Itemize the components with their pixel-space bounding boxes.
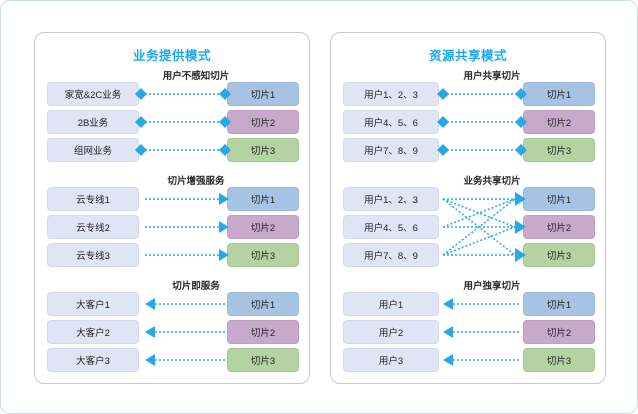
slice-box[interactable]: 切片2 bbox=[227, 215, 299, 239]
group-rows: 用户1 切片1 用户2 切片2 用户3 切片3 bbox=[343, 292, 595, 376]
list-item[interactable]: 大客户2 bbox=[47, 320, 139, 344]
group-title: 切片增强服务 bbox=[167, 176, 225, 187]
list-item[interactable]: 用户7、8、9 bbox=[343, 138, 439, 162]
table-row: 用户4、5、6 切片2 bbox=[343, 215, 595, 239]
table-row: 用户2 切片2 bbox=[343, 320, 595, 344]
table-row: 用户4、5、6 切片2 bbox=[343, 110, 595, 134]
group-slice-enhanced-service: 切片增强服务 云专线1 切片1 云专线2 切片2 云专线3 切片3 bbox=[47, 173, 299, 267]
slice-box[interactable]: 切片1 bbox=[523, 82, 595, 106]
group-rows: 大客户1 切片1 大客户2 切片2 大客户3 切片3 bbox=[47, 292, 299, 376]
table-row: 大客户3 切片3 bbox=[47, 348, 299, 372]
table-row: 用户7、8、9 切片3 bbox=[343, 138, 595, 162]
table-row: 用户3 切片3 bbox=[343, 348, 595, 372]
slice-box[interactable]: 切片1 bbox=[523, 187, 595, 211]
list-item[interactable]: 用户7、8、9 bbox=[343, 243, 439, 267]
list-item[interactable]: 家宽&2C业务 bbox=[47, 82, 139, 106]
group-slice-as-a-service: 切片即服务 大客户1 切片1 大客户2 切片2 大客户3 切片3 bbox=[47, 278, 299, 372]
group-title: 切片即服务 bbox=[172, 281, 220, 292]
table-row: 用户7、8、9 切片3 bbox=[343, 243, 595, 267]
list-item[interactable]: 组网业务 bbox=[47, 138, 139, 162]
slice-box[interactable]: 切片2 bbox=[227, 110, 299, 134]
list-item[interactable]: 云专线1 bbox=[47, 187, 139, 211]
slice-box[interactable]: 切片3 bbox=[523, 138, 595, 162]
list-item[interactable]: 2B业务 bbox=[47, 110, 139, 134]
slice-box[interactable]: 切片1 bbox=[227, 82, 299, 106]
table-row: 大客户2 切片2 bbox=[47, 320, 299, 344]
list-item[interactable]: 用户4、5、6 bbox=[343, 215, 439, 239]
table-row: 用户1 切片1 bbox=[343, 292, 595, 316]
group-rows: 用户1、2、3 切片1 用户4、5、6 切片2 用户7、8、9 切片3 bbox=[343, 82, 595, 166]
group-title: 用户独享切片 bbox=[463, 281, 521, 292]
slice-box[interactable]: 切片3 bbox=[227, 243, 299, 267]
group-user-dedicated-slice: 用户独享切片 用户1 切片1 用户2 切片2 用户3 切片3 bbox=[343, 278, 595, 372]
slice-box[interactable]: 切片1 bbox=[227, 187, 299, 211]
table-row: 云专线2 切片2 bbox=[47, 215, 299, 239]
list-item[interactable]: 用户4、5、6 bbox=[343, 110, 439, 134]
table-row: 云专线3 切片3 bbox=[47, 243, 299, 267]
group-rows: 家宽&2C业务 切片1 2B业务 切片2 组网业务 切片3 bbox=[47, 82, 299, 166]
table-row: 用户1、2、3 切片1 bbox=[343, 187, 595, 211]
slice-box[interactable]: 切片3 bbox=[523, 348, 595, 372]
slice-box[interactable]: 切片3 bbox=[227, 138, 299, 162]
panel-resource-sharing-mode: 资源共享模式 用户共享切片 用户1、2、3 切片1 用户4、5、6 切片2 用户… bbox=[330, 32, 606, 384]
slice-box[interactable]: 切片1 bbox=[227, 292, 299, 316]
slice-box[interactable]: 切片2 bbox=[523, 320, 595, 344]
panel-title: 资源共享模式 bbox=[428, 49, 507, 63]
group-title: 用户不感知切片 bbox=[162, 71, 230, 82]
list-item[interactable]: 用户3 bbox=[343, 348, 439, 372]
slice-box[interactable]: 切片2 bbox=[523, 110, 595, 134]
group-title: 业务共享切片 bbox=[463, 176, 521, 187]
group-user-unaware-slice: 用户不感知切片 家宽&2C业务 切片1 2B业务 切片2 组网业务 切片3 bbox=[47, 68, 299, 162]
list-item[interactable]: 用户2 bbox=[343, 320, 439, 344]
slice-box[interactable]: 切片1 bbox=[523, 292, 595, 316]
list-item[interactable]: 大客户1 bbox=[47, 292, 139, 316]
panel-service-provision-mode: 业务提供模式 用户不感知切片 家宽&2C业务 切片1 2B业务 切片2 组网业务… bbox=[34, 32, 310, 384]
table-row: 2B业务 切片2 bbox=[47, 110, 299, 134]
group-rows: 云专线1 切片1 云专线2 切片2 云专线3 切片3 bbox=[47, 187, 299, 271]
slice-box[interactable]: 切片3 bbox=[227, 348, 299, 372]
list-item[interactable]: 云专线3 bbox=[47, 243, 139, 267]
list-item[interactable]: 用户1 bbox=[343, 292, 439, 316]
slice-box[interactable]: 切片2 bbox=[227, 320, 299, 344]
table-row: 云专线1 切片1 bbox=[47, 187, 299, 211]
list-item[interactable]: 云专线2 bbox=[47, 215, 139, 239]
panel-title: 业务提供模式 bbox=[132, 49, 211, 63]
slice-box[interactable]: 切片2 bbox=[523, 215, 595, 239]
list-item[interactable]: 大客户3 bbox=[47, 348, 139, 372]
table-row: 大客户1 切片1 bbox=[47, 292, 299, 316]
group-rows: 用户1、2、3 切片1 用户4、5、6 切片2 用户7、8、9 切片3 bbox=[343, 187, 595, 271]
slice-box[interactable]: 切片3 bbox=[523, 243, 595, 267]
group-user-shared-slice: 用户共享切片 用户1、2、3 切片1 用户4、5、6 切片2 用户7、8、9 切… bbox=[343, 68, 595, 162]
group-title: 用户共享切片 bbox=[463, 71, 521, 82]
table-row: 用户1、2、3 切片1 bbox=[343, 82, 595, 106]
group-service-shared-slice: 业务共享切片 用户1、2、3 切片1 用户4、5、6 切片2 用户7、8、9 切… bbox=[343, 173, 595, 267]
list-item[interactable]: 用户1、2、3 bbox=[343, 82, 439, 106]
table-row: 家宽&2C业务 切片1 bbox=[47, 82, 299, 106]
list-item[interactable]: 用户1、2、3 bbox=[343, 187, 439, 211]
table-row: 组网业务 切片3 bbox=[47, 138, 299, 162]
